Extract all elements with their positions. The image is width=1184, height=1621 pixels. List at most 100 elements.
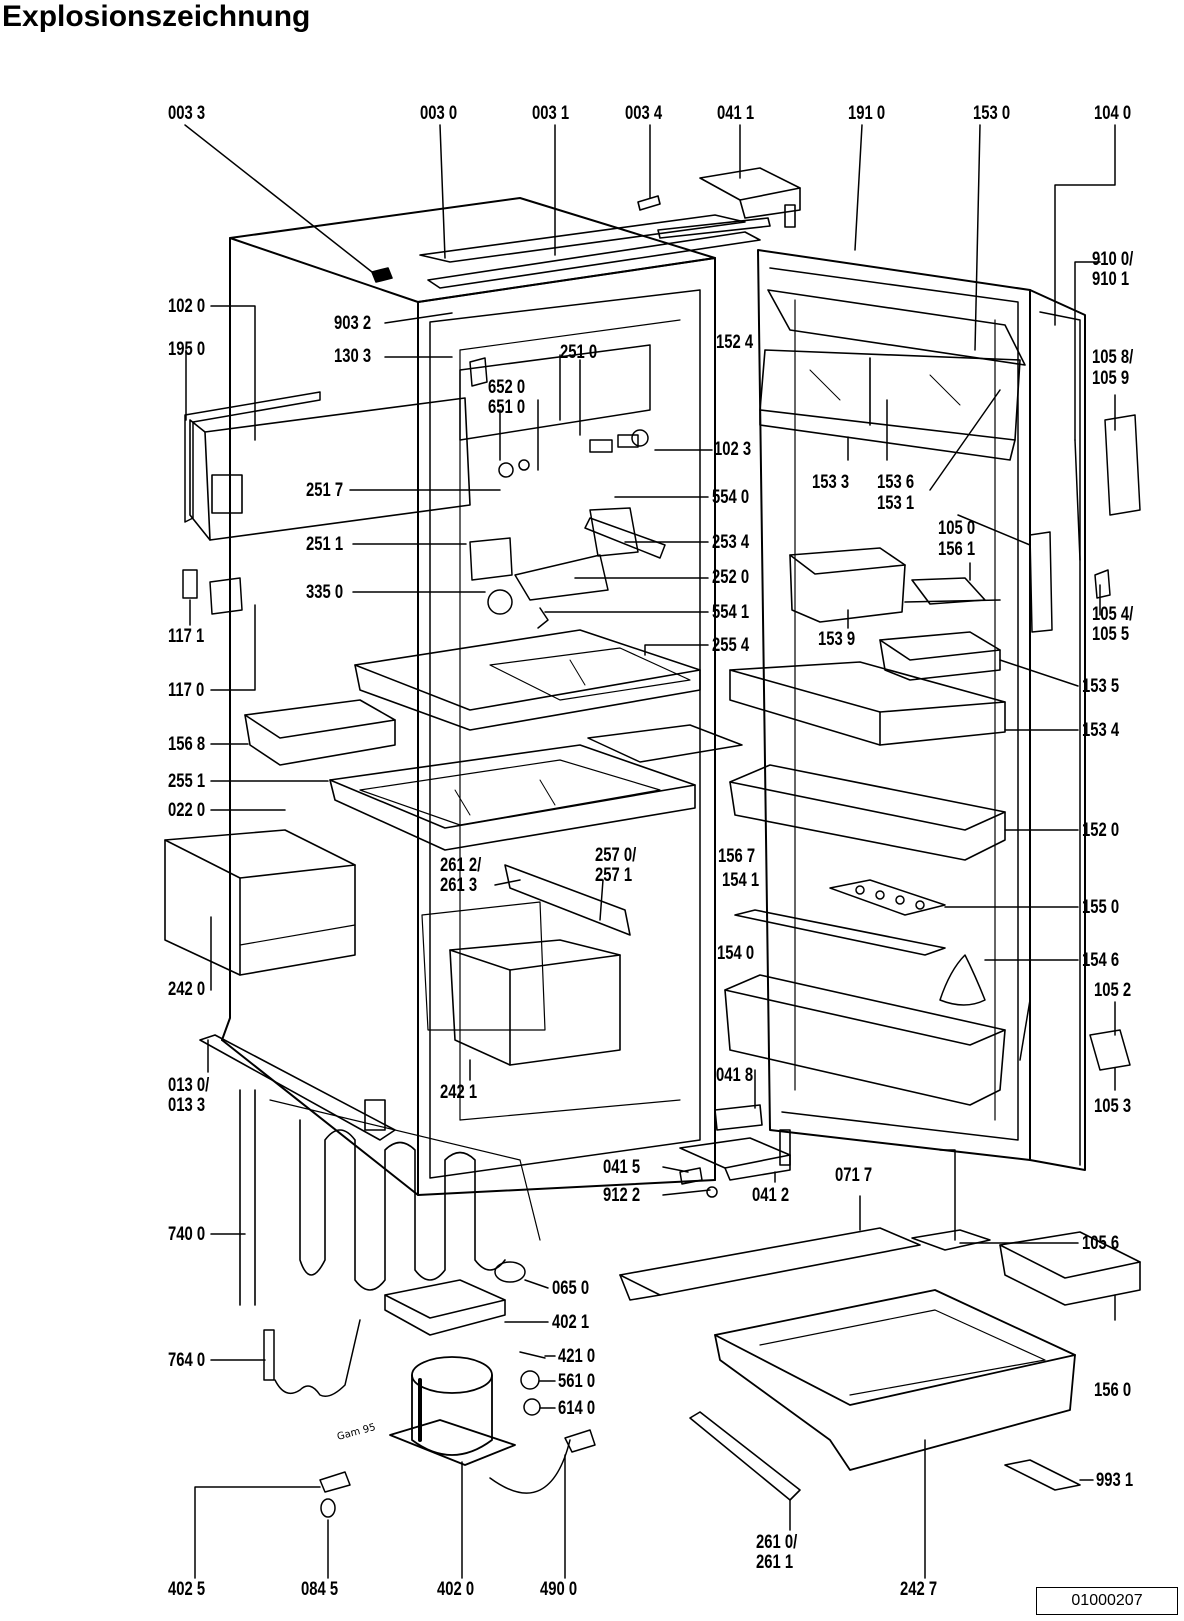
door-box-lid (904, 577, 1001, 605)
egg-tray (829, 879, 946, 916)
door-shelf-upper (729, 661, 1006, 746)
part-label: 065 0 (552, 1278, 590, 1299)
door-shelf-middle (729, 764, 1006, 861)
part-label: 117 1 (168, 626, 205, 647)
part-label: 152 4 (716, 332, 754, 353)
part-label: 153 6 (877, 472, 915, 493)
door-handle (1004, 1459, 1081, 1491)
small-components (319, 1167, 718, 1518)
part-label: 003 3 (168, 103, 206, 124)
part-label: 910 0/ (1092, 249, 1134, 270)
door-shelf-bottom (724, 974, 1006, 1106)
part-label: 652 0 (488, 377, 526, 398)
mounting-bracket (911, 1149, 991, 1251)
part-label: 117 0 (168, 680, 205, 701)
part-label: 554 1 (712, 602, 750, 623)
part-label: 993 1 (1096, 1470, 1134, 1491)
part-label: 153 1 (877, 493, 915, 514)
refrigerator-door (757, 249, 1086, 1171)
vent-grille (999, 1231, 1141, 1306)
part-label: 041 8 (716, 1065, 754, 1086)
part-label: 251 0 (560, 342, 598, 363)
small-glass-tray (587, 724, 743, 763)
butter-compartment (759, 289, 1026, 461)
part-label: 155 0 (1082, 897, 1120, 918)
part-label: 554 0 (712, 487, 750, 508)
top-cover-strips (371, 195, 771, 289)
part-label: 041 2 (752, 1185, 790, 1206)
part-label: 130 3 (334, 346, 372, 367)
door-box-small (789, 547, 906, 623)
part-label: 156 7 (718, 846, 756, 867)
part-label: 153 0 (973, 103, 1011, 124)
part-label: 242 7 (900, 1579, 938, 1600)
freezer-compartment (459, 344, 651, 441)
glass-shelf-upper (354, 629, 701, 731)
part-label: 421 0 (558, 1346, 596, 1367)
part-label: 105 8/ (1092, 347, 1134, 368)
part-label: 003 0 (420, 103, 458, 124)
part-label: 261 1 (756, 1552, 794, 1573)
control-panel (189, 397, 471, 541)
part-label: 251 7 (306, 480, 344, 501)
part-label: 105 4/ (1092, 604, 1134, 625)
part-label: 903 2 (334, 313, 372, 334)
top-hinge (699, 167, 801, 228)
part-label: 154 1 (722, 870, 760, 891)
diagram-title: Explosionszeichnung (2, 0, 311, 33)
condenser-coil (239, 1089, 541, 1306)
part-label: 152 0 (1082, 820, 1120, 841)
handwritten-note: Gam 95 (336, 1422, 377, 1443)
part-label: 154 0 (717, 943, 755, 964)
part-label: 154 6 (1082, 950, 1120, 971)
part-label: 153 3 (812, 472, 850, 493)
part-label: 195 0 (168, 339, 206, 360)
part-label: 651 0 (488, 397, 526, 418)
part-label: 191 0 (848, 103, 886, 124)
part-label: 105 0 (938, 518, 976, 539)
crisper-drawer-inner (421, 901, 621, 1066)
part-label: 105 5 (1092, 624, 1130, 645)
door-bar (734, 909, 946, 956)
part-label: 105 6 (1082, 1233, 1120, 1254)
part-label: 153 5 (1082, 676, 1120, 697)
part-label: 013 0/ (168, 1075, 210, 1096)
part-label: 102 0 (168, 296, 206, 317)
shelf-rail (504, 864, 631, 936)
part-label: 402 0 (437, 1579, 475, 1600)
part-label: 402 1 (552, 1312, 590, 1333)
part-label: 614 0 (558, 1398, 596, 1419)
bottom-front-strip (199, 1034, 396, 1141)
bottom-hinge (679, 1104, 791, 1181)
crisper-drawer-left (164, 829, 356, 976)
part-label: 764 0 (168, 1350, 206, 1371)
part-label: 156 0 (1094, 1380, 1132, 1401)
part-label: 253 4 (712, 532, 750, 553)
compressor (389, 1356, 516, 1466)
part-label: 242 1 (440, 1082, 478, 1103)
part-label: 156 1 (938, 539, 976, 560)
part-label: 156 8 (168, 734, 206, 755)
part-label: 255 4 (712, 635, 750, 656)
part-label: 104 0 (1094, 103, 1132, 124)
door-box-153-5 (879, 631, 1001, 681)
storage-bin (244, 699, 396, 766)
part-label: 402 5 (168, 1579, 206, 1600)
part-label: 105 2 (1094, 980, 1132, 1001)
part-label: 257 1 (595, 865, 633, 886)
leader-lines (184, 124, 1116, 1579)
part-label: 071 7 (835, 1165, 873, 1186)
bottom-tray (714, 1289, 1076, 1471)
part-label: 105 9 (1092, 368, 1130, 389)
door-hinge-parts (1029, 414, 1141, 1071)
part-label: 261 3 (440, 875, 478, 896)
bottle-clip (939, 954, 986, 1006)
part-label: 003 1 (532, 103, 570, 124)
part-label: 242 0 (168, 979, 206, 1000)
glass-shelf-lower (329, 744, 696, 851)
part-label: 257 0/ (595, 845, 637, 866)
sensor-capillary (263, 1319, 361, 1397)
part-label: 153 4 (1082, 720, 1120, 741)
part-label: 912 2 (603, 1185, 641, 1206)
